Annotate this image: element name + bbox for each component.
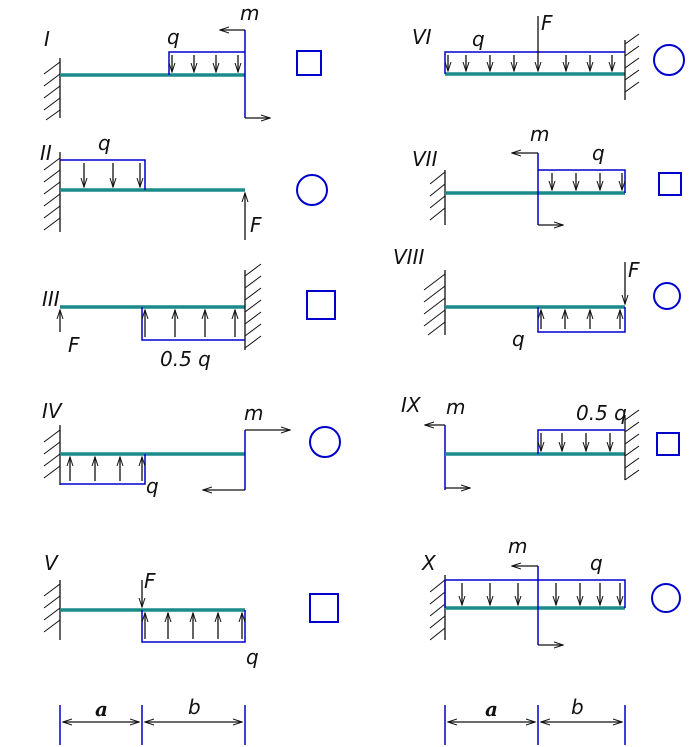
cross-section-square xyxy=(306,290,336,320)
moment-label-m: m xyxy=(244,401,263,425)
scheme-10: X q m xyxy=(421,534,681,645)
force-label-F: F xyxy=(250,213,262,237)
scheme-number: IV xyxy=(42,399,63,423)
cross-section-circle xyxy=(651,583,681,613)
wall-support xyxy=(624,33,640,100)
distributed-load-q xyxy=(444,51,625,74)
cross-section-square xyxy=(658,172,682,196)
scheme-1: I q m xyxy=(43,1,322,121)
distributed-load-q xyxy=(168,51,245,75)
scheme-number: IX xyxy=(401,393,422,417)
force-label-F: F xyxy=(541,11,553,35)
moment-label-m: m xyxy=(530,122,549,146)
scheme-3: III F 0.5 q xyxy=(42,263,336,371)
cross-section-square xyxy=(656,432,680,456)
moment-m xyxy=(425,425,470,490)
scheme-number: III xyxy=(42,287,60,311)
cross-section-circle xyxy=(296,174,328,206)
load-label-0.5q: 0.5 q xyxy=(576,401,627,425)
moment-label-m: m xyxy=(508,534,527,558)
distributed-load-q xyxy=(60,454,146,485)
distributed-load-0.5q xyxy=(537,429,625,454)
wall-support xyxy=(43,58,61,121)
scheme-number: V xyxy=(44,551,59,575)
distributed-load-0.5q xyxy=(141,307,245,341)
load-label-0.5q: 0.5 q xyxy=(160,347,211,371)
moment-m xyxy=(220,30,270,118)
scheme-number: VI xyxy=(412,25,432,49)
wall-support xyxy=(43,425,61,485)
load-label-q: q xyxy=(246,645,259,669)
dimension-label-a: a xyxy=(95,697,108,721)
wall-support xyxy=(423,270,446,336)
scheme-5: V F q xyxy=(43,551,339,669)
wall-support xyxy=(244,263,262,350)
dimension-label-a: a xyxy=(485,697,498,721)
load-label-q: q xyxy=(592,141,605,165)
dimension-label-b: b xyxy=(571,695,584,719)
scheme-number: I xyxy=(44,27,50,51)
scheme-number: II xyxy=(40,141,52,165)
moment-label-m: m xyxy=(240,1,259,25)
distributed-load-q xyxy=(60,159,146,190)
load-label-q: q xyxy=(512,327,525,351)
distributed-load-q xyxy=(141,610,246,643)
force-label-F: F xyxy=(144,569,156,593)
cross-section-circle xyxy=(309,426,341,458)
cross-section-square xyxy=(296,50,322,76)
distributed-load-q xyxy=(537,307,626,333)
load-label-q: q xyxy=(590,551,603,575)
moment-m xyxy=(512,153,563,225)
distributed-load-q xyxy=(538,169,626,193)
scheme-4: IV q m xyxy=(42,399,341,498)
wall-support xyxy=(624,409,640,481)
scheme-number: VIII xyxy=(393,245,424,269)
wall-support xyxy=(43,152,61,232)
dimension-lines-left: a b xyxy=(59,695,246,745)
moment-label-m: m xyxy=(446,395,465,419)
scheme-2: II q F xyxy=(40,131,328,240)
scheme-7: VII m q xyxy=(412,122,682,225)
cross-section-circle xyxy=(653,282,681,310)
scheme-8: VIII F q xyxy=(393,245,681,351)
moment-m xyxy=(512,566,563,645)
wall-support xyxy=(429,575,446,641)
load-label-q: q xyxy=(98,131,111,155)
dimension-lines-right: a b xyxy=(444,695,626,745)
load-label-q: q xyxy=(472,27,485,51)
moment-m xyxy=(203,430,290,490)
scheme-9: IX m 0.5 q xyxy=(401,393,680,490)
wall-support xyxy=(429,170,446,225)
load-label-q: q xyxy=(167,25,180,49)
scheme-number: X xyxy=(421,551,437,575)
wall-support xyxy=(43,580,61,640)
cross-section-circle xyxy=(653,44,685,76)
cross-section-square xyxy=(309,593,339,623)
force-label-F: F xyxy=(628,258,640,282)
dimension-label-b: b xyxy=(188,695,201,719)
force-label-F: F xyxy=(68,333,80,357)
scheme-6: VI q F xyxy=(412,11,685,100)
scheme-number: VII xyxy=(412,147,438,171)
load-label-q: q xyxy=(146,474,159,498)
distributed-load-q xyxy=(444,579,626,608)
